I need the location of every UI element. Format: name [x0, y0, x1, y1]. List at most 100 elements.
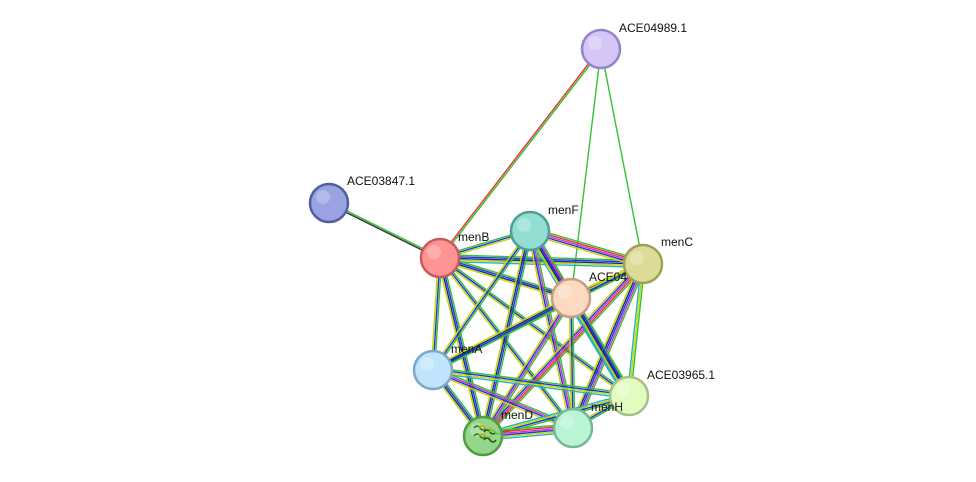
node-ace04989-1[interactable]: ACE04989.1 [580, 21, 687, 70]
node-circle[interactable] [509, 210, 551, 252]
edge-evidence-blue [432, 298, 573, 372]
structure-strand [478, 433, 492, 439]
edge-evidence-yellow [430, 229, 530, 370]
edge-evidence-green [575, 264, 647, 431]
edge-ACE04-menA [431, 295, 573, 373]
structure-strand [478, 425, 492, 431]
node-mend[interactable]: menD [462, 408, 533, 457]
node-label: menH [591, 400, 623, 414]
node-circle[interactable] [552, 407, 594, 449]
edge-evidence-yellow [628, 263, 644, 397]
node-label: menC [661, 235, 693, 249]
node-menh[interactable]: menH [552, 400, 623, 449]
edge-evidence-dark_blue [439, 257, 644, 265]
edge-ACE04-menD [480, 295, 574, 439]
edge-evidence-cyan [431, 371, 630, 400]
edge-ACE04989.1-menC [600, 48, 644, 265]
edge-evidence-green [441, 256, 487, 437]
node-circle[interactable] [412, 349, 454, 391]
edge-evidence-green [433, 299, 573, 373]
edge-evidence-cyan [481, 392, 630, 435]
edge-evidence-blue [432, 230, 531, 371]
edge-evidence-green [440, 254, 573, 297]
node-label: menF [548, 203, 579, 217]
edge-evidence-yellow [482, 394, 630, 436]
node-menb[interactable]: menB [419, 230, 489, 279]
edge-evidence-green [571, 297, 576, 429]
edge-evidence-blue [528, 230, 573, 429]
edge-menA-ACE03965.1 [431, 366, 631, 400]
node-highlight [588, 36, 602, 50]
edge-evidence-dark_blue [438, 257, 483, 437]
node-ace04[interactable]: ACE04 [550, 270, 627, 319]
node-label: ACE04989.1 [619, 21, 687, 35]
node-ace03965-1[interactable]: ACE03965.1 [608, 368, 715, 417]
edge-ACE04-menH [568, 297, 576, 429]
edge-evidence-yellow [438, 259, 571, 302]
node-menf[interactable]: menF [509, 203, 579, 252]
structure-strand [483, 437, 497, 443]
edge-evidence-dark_blue [570, 262, 643, 429]
edge-menB-ACE04 [438, 254, 573, 302]
node-highlight [420, 357, 434, 371]
edge-evidence-blue [481, 262, 643, 436]
edge-evidence-green [600, 48, 644, 265]
edges-layer [327, 47, 647, 441]
node-highlight [560, 415, 574, 429]
edge-evidence-black [327, 203, 441, 260]
node-ace03847-1[interactable]: ACE03847.1 [308, 174, 415, 224]
node-circle[interactable] [608, 375, 650, 417]
node-label: ACE03847.1 [347, 174, 415, 188]
edge-evidence-blue [572, 263, 644, 429]
edge-evidence-blue [439, 257, 630, 397]
edge-evidence-yellow [479, 260, 642, 435]
edge-evidence-red [438, 47, 602, 259]
edge-ACE03847.1-menB [327, 201, 442, 260]
node-highlight [517, 218, 531, 232]
node-circle[interactable] [580, 28, 622, 70]
edge-evidence-blue [432, 368, 630, 396]
edge-evidence-yellow [568, 297, 573, 429]
edge-evidence-green [328, 201, 442, 258]
edge-evidence-blue [481, 296, 571, 437]
edge-ACE04989.1-ACE04 [570, 48, 602, 299]
node-circle[interactable] [622, 243, 664, 285]
edge-menC-ACE03965.1 [626, 263, 646, 397]
edge-evidence-red [483, 264, 645, 438]
node-mena[interactable]: menA [412, 342, 482, 391]
node-circle[interactable] [419, 237, 461, 279]
node-circle[interactable] [308, 182, 350, 224]
node-highlight [630, 251, 644, 265]
edge-evidence-yellow [439, 258, 644, 267]
node-label: ACE03965.1 [647, 368, 715, 382]
edge-evidence-blue [570, 297, 574, 429]
node-circle[interactable] [550, 277, 592, 319]
protein-structure-icon [473, 425, 502, 443]
structure-strand [488, 429, 502, 435]
edge-evidence-yellow [480, 295, 570, 436]
edge-menC-menD [479, 260, 647, 440]
edge-evidence-magenta [483, 297, 573, 438]
edge-evidence-yellow [432, 370, 630, 398]
edge-evidence-magenta [432, 368, 575, 428]
node-label: menD [501, 408, 533, 422]
node-highlight [316, 190, 330, 204]
edge-evidence-green [439, 48, 603, 260]
edge-evidence-green [432, 366, 631, 395]
node-label: menB [458, 230, 489, 244]
node-highlight [427, 245, 441, 259]
node-highlight [616, 383, 630, 397]
node-highlight [558, 285, 572, 299]
edge-evidence-blue [439, 256, 572, 298]
edge-evidence-magenta [573, 263, 646, 430]
edge-evidence-green [433, 231, 533, 372]
edge-evidence-green [484, 298, 574, 439]
node-menc[interactable]: menC [622, 235, 693, 285]
edge-evidence-yellow [436, 257, 482, 438]
node-circle[interactable] [462, 415, 504, 457]
edge-evidence-dark_blue [431, 296, 572, 370]
edge-menF-menA [430, 229, 533, 372]
edge-evidence-yellow [569, 261, 641, 428]
